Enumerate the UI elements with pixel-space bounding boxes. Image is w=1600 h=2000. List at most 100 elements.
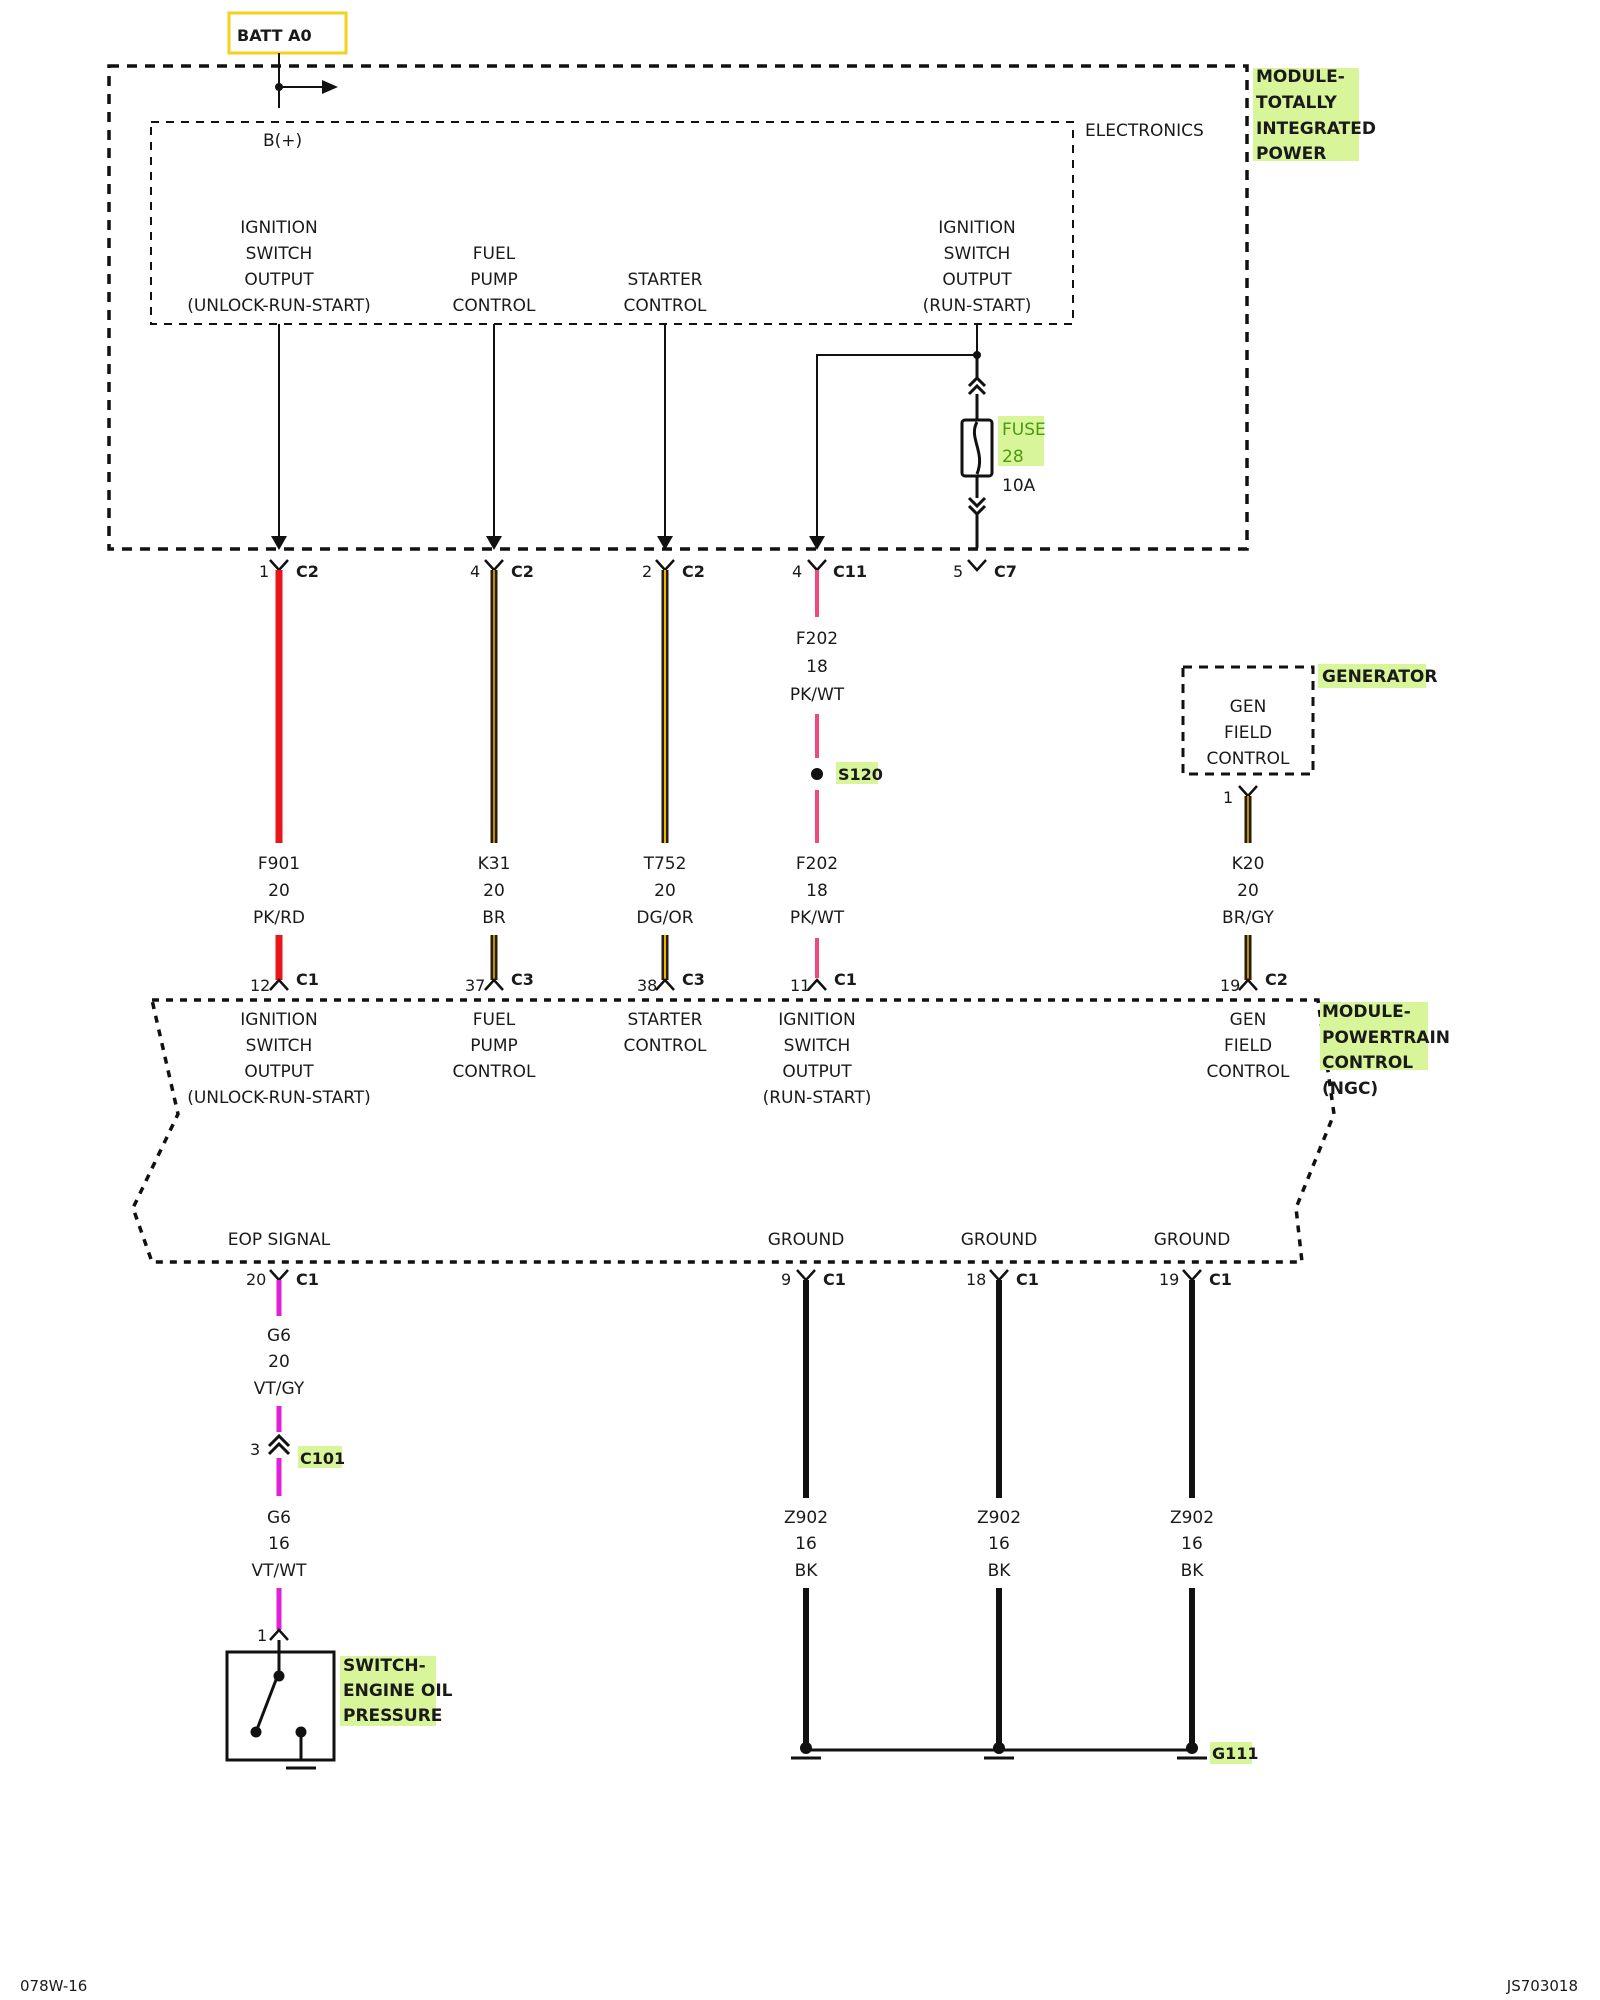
svg-text:BK: BK xyxy=(795,1561,819,1581)
generator-box xyxy=(1181,665,1315,776)
svg-text:C7: C7 xyxy=(994,562,1017,581)
svg-text:SWITCH: SWITCH xyxy=(784,1036,851,1056)
ground-wire-label-3: Z902 16 BK xyxy=(1170,1508,1214,1581)
svg-text:CONTROL: CONTROL xyxy=(452,1062,536,1082)
tipm-output-ign1: IGNITION SWITCH OUTPUT (UNLOCK-RUN-START… xyxy=(187,218,371,316)
svg-text:OUTPUT: OUTPUT xyxy=(782,1062,852,1082)
svg-text:SWITCH: SWITCH xyxy=(944,244,1011,264)
pcm-ground1-label: GROUND xyxy=(768,1230,845,1250)
footer-left: 078W-16 xyxy=(20,1977,87,1995)
arrow-right-icon xyxy=(322,80,338,94)
svg-text:16: 16 xyxy=(1181,1534,1203,1554)
generator-connector xyxy=(1238,785,1258,798)
circuit-f202-upper: F202 18 PK/WT xyxy=(790,629,845,705)
svg-text:F202: F202 xyxy=(796,854,838,874)
svg-text:BR/GY: BR/GY xyxy=(1222,908,1275,928)
pcm-input-starter: STARTER CONTROL xyxy=(623,1010,707,1056)
svg-text:FUEL: FUEL xyxy=(473,244,516,264)
svg-text:C3: C3 xyxy=(682,970,705,989)
pcm-ground2-label: GROUND xyxy=(961,1230,1038,1250)
svg-text:16: 16 xyxy=(795,1534,817,1554)
svg-text:(UNLOCK-RUN-START): (UNLOCK-RUN-START) xyxy=(187,1088,371,1108)
svg-text:Z902: Z902 xyxy=(977,1508,1021,1528)
ground-wire-label-2: Z902 16 BK xyxy=(977,1508,1021,1581)
c101-label: C101 xyxy=(300,1449,345,1468)
pcm-eop-signal-label: EOP SIGNAL xyxy=(228,1230,331,1250)
svg-text:20: 20 xyxy=(268,1352,290,1372)
pcm-input-ign2: IGNITION SWITCH OUTPUT (RUN-START) xyxy=(763,1010,872,1108)
batt-label: BATT A0 xyxy=(237,26,312,45)
wire-label-k20: K20 20 BR/GY xyxy=(1222,854,1275,928)
svg-text:(RUN-START): (RUN-START) xyxy=(923,296,1032,316)
svg-text:4: 4 xyxy=(470,562,480,581)
b-plus-label: B(+) xyxy=(263,131,302,151)
svg-text:20: 20 xyxy=(1237,881,1259,901)
svg-text:CONTROL: CONTROL xyxy=(452,296,536,316)
pcm-connector-labels: 12 C1 37 C3 38 C3 11 C1 19 C2 xyxy=(250,970,1288,995)
electronics-label: ELECTRONICS xyxy=(1085,121,1204,141)
svg-text:12: 12 xyxy=(250,976,270,995)
svg-text:SWITCH-: SWITCH- xyxy=(343,1656,426,1676)
svg-text:PK/RD: PK/RD xyxy=(253,908,305,928)
pcm-module-label: MODULE- POWERTRAIN CONTROL (NGC) xyxy=(1322,1002,1450,1099)
svg-text:K20: K20 xyxy=(1232,854,1265,874)
svg-text:20: 20 xyxy=(483,881,505,901)
switch-pin: 1 xyxy=(257,1626,267,1645)
svg-text:FIELD: FIELD xyxy=(1224,1036,1272,1056)
svg-text:GEN: GEN xyxy=(1230,697,1267,717)
pcm-input-ign1: IGNITION SWITCH OUTPUT (UNLOCK-RUN-START… xyxy=(187,1010,371,1108)
svg-text:2: 2 xyxy=(642,562,652,581)
svg-text:OUTPUT: OUTPUT xyxy=(244,1062,314,1082)
svg-text:PUMP: PUMP xyxy=(470,1036,518,1056)
svg-text:C1: C1 xyxy=(296,970,319,989)
svg-text:CONTROL: CONTROL xyxy=(623,1036,707,1056)
footer-right: JS703018 xyxy=(1506,1977,1578,1995)
g6-upper-label: G6 20 VT/GY xyxy=(254,1326,305,1399)
top-connector-symbols xyxy=(269,559,987,572)
svg-text:MODULE-: MODULE- xyxy=(1322,1002,1411,1022)
svg-text:19: 19 xyxy=(1220,976,1240,995)
svg-text:INTEGRATED: INTEGRATED xyxy=(1256,119,1376,139)
svg-text:F202: F202 xyxy=(796,629,838,649)
ground-bus xyxy=(791,1742,1207,1760)
wire-label-t752: T752 20 DG/OR xyxy=(636,854,693,928)
svg-text:POWERTRAIN: POWERTRAIN xyxy=(1322,1028,1450,1048)
svg-text:C1: C1 xyxy=(823,1270,846,1289)
svg-text:18: 18 xyxy=(806,881,828,901)
pcm-input-fuel: FUEL PUMP CONTROL xyxy=(452,1010,536,1082)
svg-text:38: 38 xyxy=(637,976,657,995)
fuse-label: FUSE xyxy=(1002,420,1046,440)
svg-text:C2: C2 xyxy=(511,562,534,581)
svg-text:20: 20 xyxy=(246,1270,266,1289)
svg-text:16: 16 xyxy=(268,1534,290,1554)
svg-text:5: 5 xyxy=(953,562,963,581)
svg-text:BR: BR xyxy=(482,908,506,928)
wire-label-f901: F901 20 PK/RD xyxy=(253,854,305,928)
electronics-outline xyxy=(150,121,1074,325)
splice-label: S120 xyxy=(838,765,883,784)
svg-text:19: 19 xyxy=(1159,1270,1179,1289)
svg-text:GEN: GEN xyxy=(1230,1010,1267,1030)
batt-box xyxy=(227,11,348,55)
svg-text:C1: C1 xyxy=(1209,1270,1232,1289)
svg-text:(RUN-START): (RUN-START) xyxy=(763,1088,872,1108)
svg-text:POWER: POWER xyxy=(1256,144,1326,164)
svg-text:(UNLOCK-RUN-START): (UNLOCK-RUN-START) xyxy=(187,296,371,316)
svg-text:CONTROL: CONTROL xyxy=(1206,1062,1290,1082)
generator-pin: 1 xyxy=(1223,788,1233,807)
svg-text:DG/OR: DG/OR xyxy=(636,908,693,928)
svg-text:(NGC): (NGC) xyxy=(1322,1079,1378,1099)
ground-point-label: G111 xyxy=(1212,1744,1259,1763)
svg-text:VT/GY: VT/GY xyxy=(254,1379,305,1399)
svg-text:PK/WT: PK/WT xyxy=(790,908,845,928)
svg-text:IGNITION: IGNITION xyxy=(938,218,1015,238)
svg-text:G6: G6 xyxy=(267,1508,291,1528)
svg-text:VT/WT: VT/WT xyxy=(252,1561,308,1581)
svg-text:CONTROL: CONTROL xyxy=(623,296,707,316)
svg-text:C11: C11 xyxy=(833,562,867,581)
bottom-connector-labels: 20 C1 9 C1 18 C1 19 C1 xyxy=(246,1270,1232,1289)
svg-text:Z902: Z902 xyxy=(1170,1508,1214,1528)
fuse-symbol xyxy=(960,355,994,548)
tipm-output-fuel: FUEL PUMP CONTROL xyxy=(452,244,536,316)
ground-wires xyxy=(803,1280,1195,1752)
